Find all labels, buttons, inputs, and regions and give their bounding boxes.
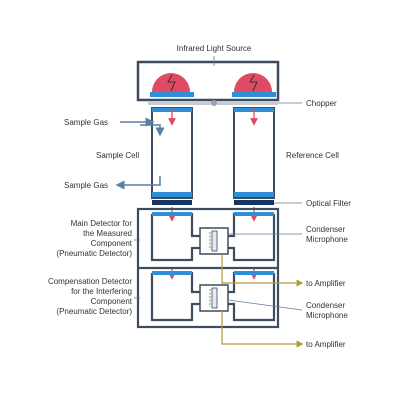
filament-left-icon: [167, 74, 176, 92]
amplifier-line-1: [221, 254, 304, 287]
amplifier-line-2: [221, 311, 304, 348]
compensation-detector-label-1: Compensation Detector: [48, 277, 132, 286]
sample-gas-out-label: Sample Gas: [64, 181, 108, 190]
main-detector-label-2: the Measured: [83, 229, 132, 238]
to-amplifier-1-label: to Amplifier: [306, 279, 346, 288]
condenser-mic-2-label-2: Microphone: [306, 311, 348, 320]
condenser-mic-1-label-1: Condenser: [306, 225, 345, 234]
compensation-detector-label-4: (Pneumatic Detector): [56, 307, 132, 316]
condenser-mic-2-label-1: Condenser: [306, 301, 345, 310]
main-detector-label-3: Component: [91, 239, 133, 248]
light-source-housing: [136, 60, 280, 102]
chopper: [148, 100, 278, 106]
condenser-microphone-1: [199, 227, 229, 255]
main-detector-label-1: Main Detector for: [71, 219, 133, 228]
sample-cell-label: Sample Cell: [96, 151, 139, 160]
optical-filter-left: [152, 200, 192, 205]
condenser-mic-1-label-2: Microphone: [306, 235, 348, 244]
sample-gas-pipes: [115, 117, 165, 190]
sample-gas-in-label: Sample Gas: [64, 118, 108, 127]
filament-right-icon: [249, 74, 258, 92]
compensation-detector-label-3: Component: [91, 297, 133, 306]
optical-filter-right: [234, 200, 274, 205]
main-detector-label-4: (Pneumatic Detector): [56, 249, 132, 258]
leader-lines: [134, 56, 303, 311]
condenser-microphone-2: [199, 284, 229, 312]
chopper-label: Chopper: [306, 99, 337, 108]
optical-filter-label: Optical Filter: [306, 199, 351, 208]
to-amplifier-2-label: to Amplifier: [306, 340, 346, 349]
compensation-detector-label-2: for the Interfering: [71, 287, 132, 296]
light-source-label: Infrared Light Source: [177, 44, 252, 53]
reference-cell-label: Reference Cell: [286, 151, 339, 160]
